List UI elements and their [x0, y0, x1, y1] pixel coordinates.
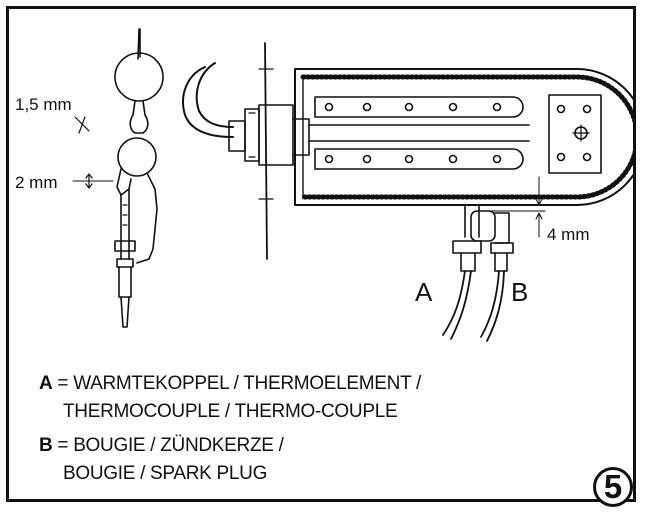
legend-b-text1: BOUGIE / ZÜNDKERZE / — [73, 435, 284, 456]
callout-a: A — [415, 277, 433, 307]
legend-b-eq: = — [57, 435, 69, 456]
legend-a-key: A — [39, 373, 53, 394]
legend-a-text1: WARMTEKOPPEL / THERMOELEMENT / — [73, 373, 422, 394]
upper-sphere — [114, 52, 164, 102]
side-view — [72, 28, 164, 328]
legend-b-line2: BOUGIE / SPARK PLUG — [63, 463, 268, 484]
legend-a-line1: A = WARMTEKOPPEL / THERMOELEMENT / — [39, 373, 421, 395]
legend-b-line1: B = BOUGIE / ZÜNDKERZE / — [39, 435, 284, 457]
figure-frame: 1,5 mm 2 mm 4 mm A B A = WARMTEKOPPEL / … — [6, 6, 636, 507]
figure-number-badge: 5 — [593, 467, 633, 507]
ignition-assembly — [442, 176, 546, 342]
burner-plan — [294, 68, 633, 206]
dimension-thermocouple-gap: 2 mm — [15, 173, 58, 192]
legend-a-line2: THERMOCOUPLE / THERMO-COUPLE — [63, 401, 398, 422]
burner-diagram — [72, 28, 633, 342]
legend-b-key: B — [39, 435, 53, 456]
callout-b: B — [511, 277, 529, 307]
gas-pipe — [182, 42, 310, 260]
dimension-electrode-gap: 1,5 mm — [15, 95, 72, 114]
lower-sphere — [117, 137, 157, 177]
legend-a-eq: = — [57, 373, 69, 394]
dimension-burner-height: 4 mm — [547, 225, 590, 244]
